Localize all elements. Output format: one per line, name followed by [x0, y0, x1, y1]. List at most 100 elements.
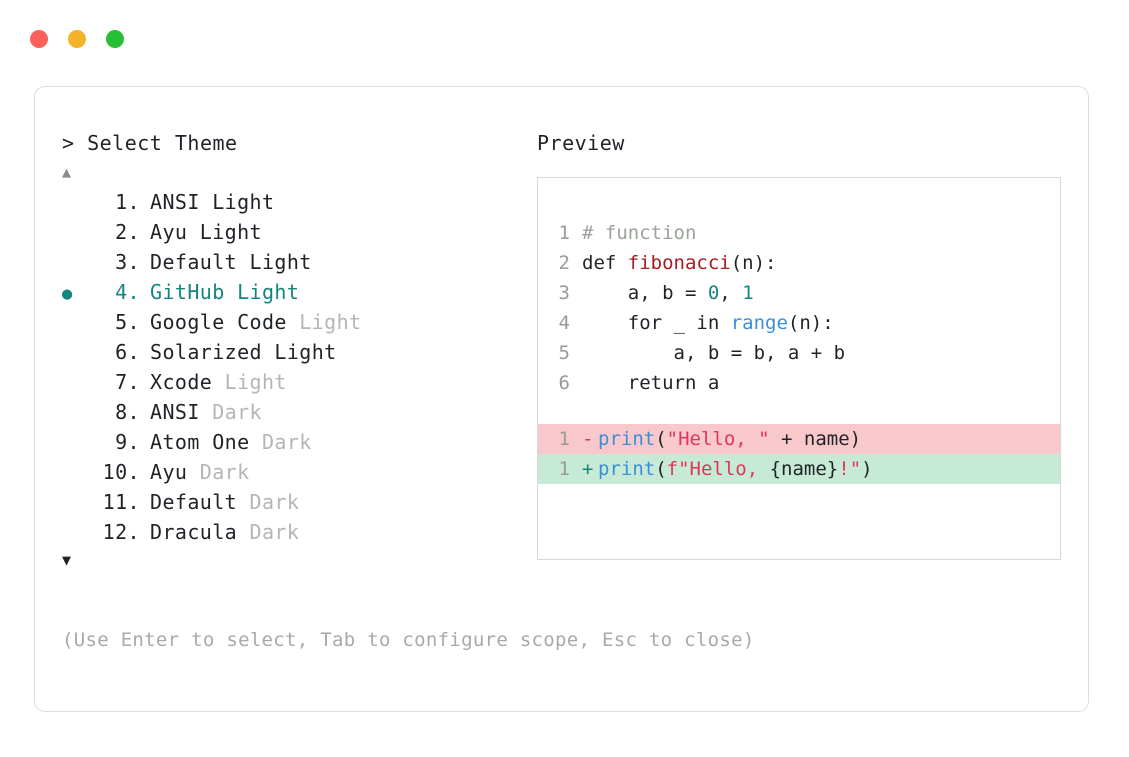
theme-item-name: Atom One Dark	[150, 430, 312, 454]
window-traffic-lights	[30, 30, 124, 48]
theme-item-variant: Light	[224, 370, 287, 394]
theme-item-index: 12.	[102, 520, 140, 544]
theme-list-item[interactable]: 5. Google Code Light	[62, 307, 532, 337]
code-token: a, b =	[582, 282, 708, 304]
theme-item-variant: Light	[274, 340, 337, 364]
code-line-text: a, b = 0, 1	[582, 278, 754, 308]
code-spacer	[538, 398, 1060, 424]
theme-item-name: Xcode Light	[150, 370, 287, 394]
theme-item-variant: Dark	[261, 430, 312, 454]
code-token: "Hello, "	[666, 428, 770, 450]
code-line-text: return a	[582, 368, 720, 398]
code-token: # function	[582, 222, 697, 244]
code-token: ,	[719, 282, 743, 304]
theme-item-name: ANSI Dark	[150, 400, 262, 424]
theme-list-item[interactable]: 9. Atom One Dark	[62, 427, 532, 457]
theme-item-index: 8.	[115, 400, 140, 424]
maximize-window-button[interactable]	[106, 30, 124, 48]
code-token: a, b = b, a + b	[582, 342, 846, 364]
theme-list-item[interactable]: 7. Xcode Light	[62, 367, 532, 397]
line-number: 6	[558, 372, 570, 394]
code-line: 5 a, b = b, a + b	[538, 338, 1060, 368]
theme-item-name: Solarized Light	[150, 340, 337, 364]
code-line-text: for _ in range(n):	[582, 308, 834, 338]
code-line-text: print(f"Hello, {name}!")	[598, 454, 873, 484]
scroll-up-arrow-icon[interactable]: ▲	[62, 163, 72, 181]
code-token: !"	[838, 458, 862, 480]
code-token: for _ in	[582, 312, 731, 334]
code-token: print	[598, 458, 656, 480]
theme-item-index: 10.	[102, 460, 140, 484]
selected-bullet-icon: ●	[62, 284, 73, 304]
theme-item-name: Default Light	[150, 250, 312, 274]
theme-item-name: GitHub Light	[150, 280, 300, 304]
code-token: {name}	[769, 458, 839, 480]
theme-item-index: 6.	[115, 340, 140, 364]
line-number: 3	[558, 282, 570, 304]
theme-item-name: Dracula Dark	[150, 520, 300, 544]
theme-item-variant: Light	[212, 190, 275, 214]
theme-item-index: 5.	[115, 310, 140, 334]
theme-item-name: Ayu Dark	[150, 460, 250, 484]
code-token: 1	[742, 282, 754, 304]
theme-item-index: 4.	[115, 280, 140, 304]
line-number: 1	[558, 428, 570, 450]
theme-item-name: ANSI Light	[150, 190, 275, 214]
code-line-text: print("Hello, " + name)	[598, 424, 861, 454]
theme-item-variant: Dark	[249, 490, 300, 514]
theme-item-variant: Dark	[249, 520, 300, 544]
code-token: (	[655, 428, 667, 450]
scroll-down-arrow-icon[interactable]: ▼	[62, 551, 72, 569]
theme-picker-card: > Select Theme ▲ 1. ANSI Light 2. Ayu Light…	[34, 86, 1089, 712]
line-number: 4	[558, 312, 570, 334]
theme-item-variant: Light	[249, 250, 312, 274]
theme-item-index: 1.	[115, 190, 140, 214]
code-token: (n):	[787, 312, 834, 334]
diff-sign: -	[582, 428, 594, 450]
theme-item-index: 9.	[115, 430, 140, 454]
code-line-text: # function	[582, 218, 696, 248]
theme-list-item[interactable]: 12. Dracula Dark	[62, 517, 532, 547]
theme-item-name: Default Dark	[150, 490, 300, 514]
theme-list-item[interactable]: 6. Solarized Light	[62, 337, 532, 367]
code-line: 3 a, b = 0, 1	[538, 278, 1060, 308]
code-token: print	[598, 428, 656, 450]
theme-item-name: Ayu Light	[150, 220, 262, 244]
code-token: + name)	[769, 428, 862, 450]
theme-list-item[interactable]: ● 4. GitHub Light	[62, 277, 532, 307]
theme-list-item[interactable]: 8. ANSI Dark	[62, 397, 532, 427]
code-line: 4 for _ in range(n):	[538, 308, 1060, 338]
theme-list-item[interactable]: 11. Default Dark	[62, 487, 532, 517]
close-window-button[interactable]	[30, 30, 48, 48]
theme-list-item[interactable]: 1. ANSI Light	[62, 187, 532, 217]
theme-item-index: 11.	[102, 490, 140, 514]
theme-list-item[interactable]: 3.Default Light	[62, 247, 532, 277]
theme-list-item[interactable]: 10. Ayu Dark	[62, 457, 532, 487]
line-number: 5	[558, 342, 570, 364]
theme-list: 1. ANSI Light 2. Ayu Light 3.Default Light ● 4…	[62, 187, 532, 547]
code-token: fibonacci	[627, 252, 731, 274]
diff-added-line: 1+print(f"Hello, {name}!")	[538, 454, 1060, 484]
theme-item-variant: Light	[299, 310, 362, 334]
code-token: (n):	[730, 252, 777, 274]
theme-item-index: 2.	[115, 220, 140, 244]
preview-title: Preview	[537, 131, 625, 155]
theme-item-variant: Light	[237, 280, 300, 304]
code-token: f"Hello,	[666, 458, 770, 480]
theme-item-variant: Dark	[212, 400, 262, 424]
diff-removed-line: 1-print("Hello, " + name)	[538, 424, 1060, 454]
theme-item-variant: Dark	[199, 460, 250, 484]
select-theme-prompt: > Select Theme	[62, 131, 238, 155]
code-line: 6 return a	[538, 368, 1060, 398]
theme-item-name: Google Code Light	[150, 310, 362, 334]
theme-item-variant: Light	[199, 220, 262, 244]
theme-item-index: 7.	[115, 370, 140, 394]
minimize-window-button[interactable]	[68, 30, 86, 48]
code-token: return a	[582, 372, 720, 394]
line-number: 1	[558, 222, 570, 244]
theme-list-item[interactable]: 2. Ayu Light	[62, 217, 532, 247]
keyboard-hint-text: (Use Enter to select, Tab to configure s…	[62, 629, 755, 651]
